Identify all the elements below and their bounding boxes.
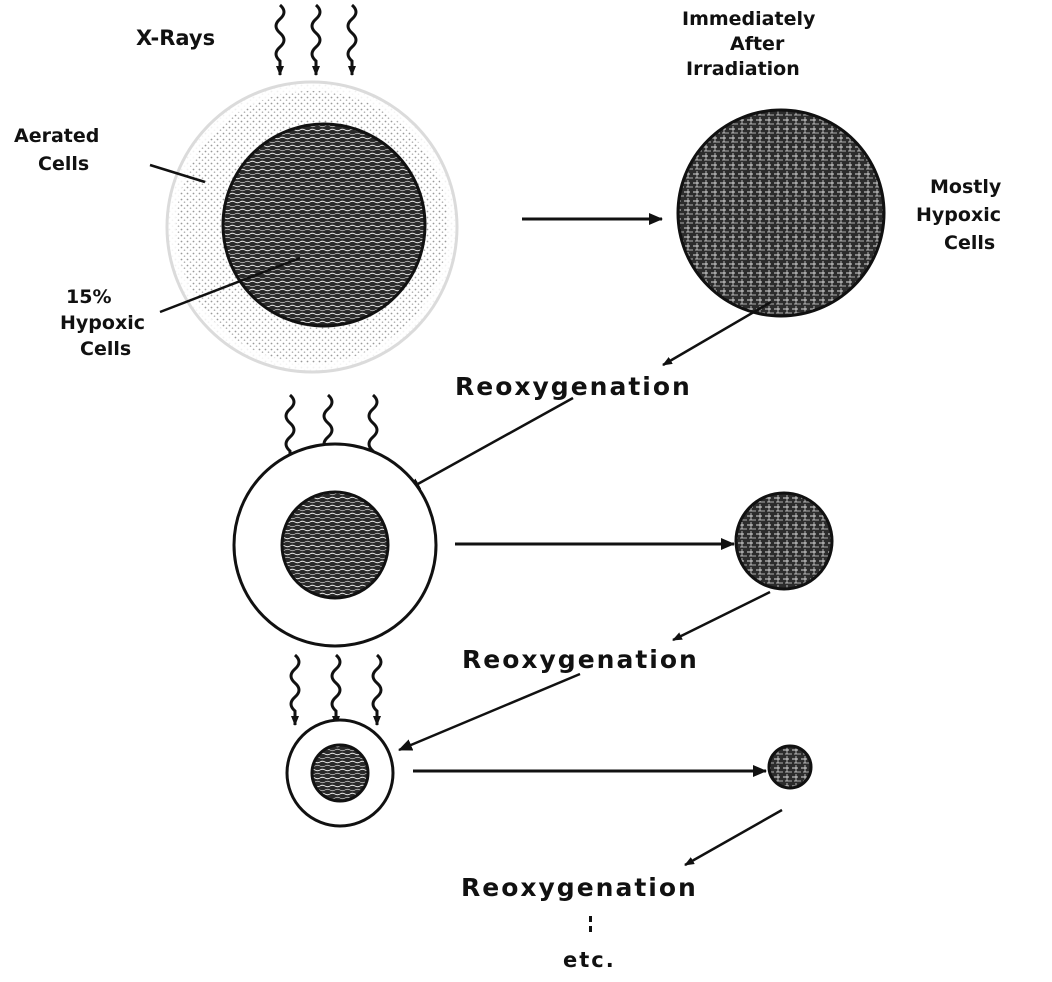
mostly-label-line3: Cells (944, 232, 995, 254)
mostly-hypoxic-disk-medium (736, 493, 832, 589)
arrow-to-reoxygenation-2 (673, 592, 770, 640)
mostly-hypoxic-disk-large (678, 110, 884, 316)
reoxygenation-label-3: Reoxygenation (461, 873, 698, 902)
hypoxic-core-medium (282, 492, 388, 598)
hypoxic-pct-label-line2: Hypoxic (60, 312, 145, 334)
reoxygenation-label-2: Reoxygenation (462, 645, 699, 674)
mostly-label-line2: Hypoxic (916, 204, 1001, 226)
xray-arrows-top (276, 5, 356, 75)
xrays-label: X-Rays (136, 26, 215, 50)
etc-label: etc. (563, 948, 616, 972)
tumor-medium (234, 444, 436, 646)
tumor-small (287, 720, 393, 826)
mostly-hypoxic-disk-small (769, 746, 811, 788)
arrow-to-tumor-medium (407, 398, 573, 490)
continuation-dots (589, 916, 592, 932)
hypoxic-core-large (223, 124, 425, 326)
immediately-label-line3: Irradiation (686, 58, 800, 80)
arrow-to-tumor-small (399, 674, 580, 750)
tumor-large (167, 82, 457, 372)
hypoxic-core-small (312, 745, 368, 801)
xray-arrows-bottom (291, 655, 381, 725)
arrow-to-reoxygenation-1 (663, 302, 771, 365)
immediately-label-line2: After (730, 33, 785, 55)
mostly-label-line1: Mostly (930, 176, 1002, 198)
arrow-to-reoxygenation-3 (685, 810, 782, 865)
hypoxic-pct-label-line3: Cells (80, 338, 131, 360)
reoxygenation-label-1: Reoxygenation (455, 372, 692, 401)
aerated-label-line1: Aerated (14, 125, 99, 147)
aerated-label-line2: Cells (38, 153, 89, 175)
hypoxic-pct-label-line1: 15% (66, 286, 111, 308)
immediately-label-line1: Immediately (682, 8, 816, 30)
